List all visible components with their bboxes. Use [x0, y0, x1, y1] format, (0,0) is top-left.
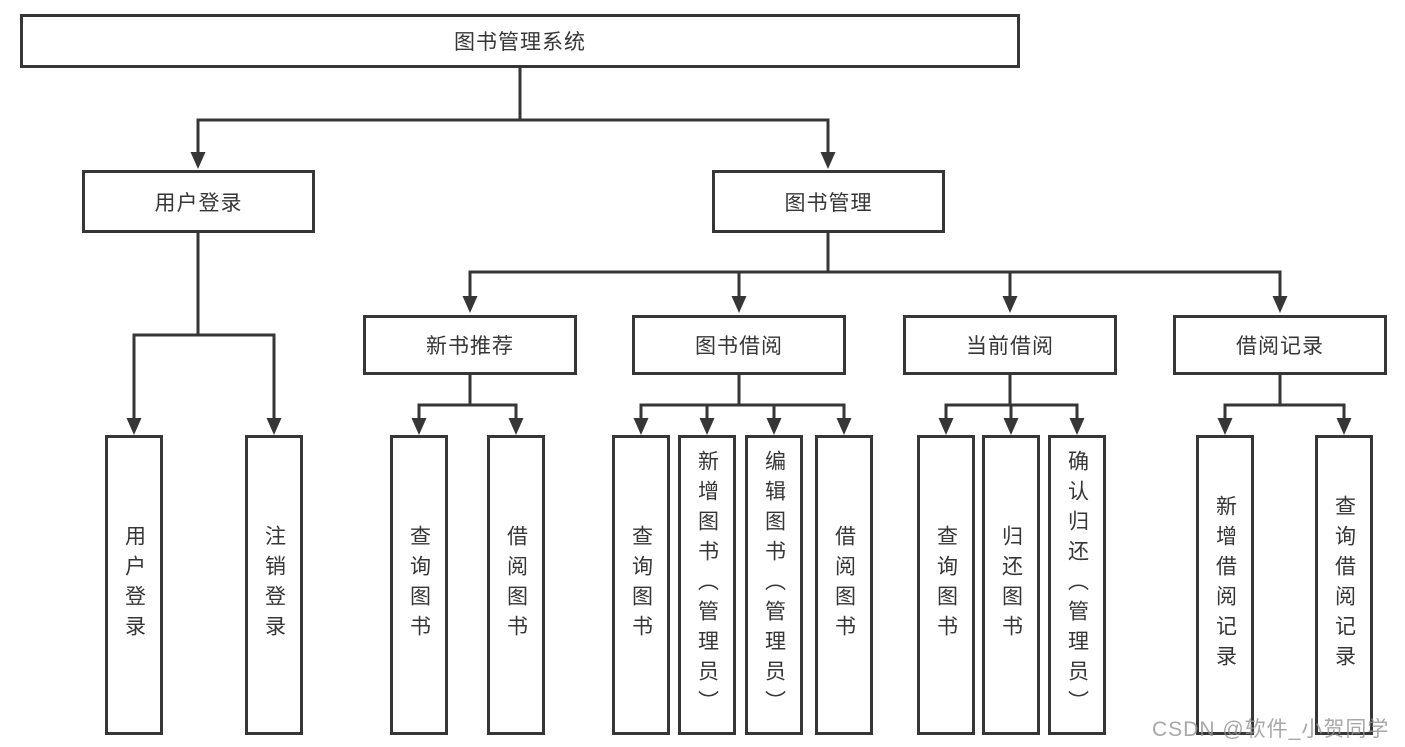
leaf-edit-book-admin-label: 编辑图书（管理员） — [762, 450, 786, 720]
leaf-add-book-admin-label: 新增图书（管理员） — [695, 450, 719, 720]
leaf-confirm-return-admin-label: 确认归还（管理员） — [1065, 450, 1089, 720]
leaf-borrow-books-recommend: 借阅图书 — [487, 435, 545, 735]
leaf-user-login-label: 用户登录 — [122, 525, 146, 645]
leaf-add-borrow-record-label: 新增借阅记录 — [1213, 495, 1237, 675]
node-user-login-label: 用户登录 — [154, 191, 243, 215]
leaf-borrow-books-recommend-label: 借阅图书 — [504, 525, 528, 645]
watermark: CSDN @软件_小贺同学 — [1152, 718, 1390, 741]
node-new-book-recommendation: 新书推荐 — [363, 315, 577, 375]
connector-path — [132, 67, 1346, 423]
leaf-edit-book-admin: 编辑图书（管理员） — [745, 435, 803, 735]
leaf-logout: 注销登录 — [245, 435, 303, 735]
node-new-book-recommendation-label: 新书推荐 — [426, 335, 514, 358]
leaf-return-books: 归还图书 — [982, 435, 1040, 735]
leaf-add-book-admin: 新增图书（管理员） — [678, 435, 736, 735]
leaf-query-borrow-record: 查询借阅记录 — [1315, 435, 1373, 735]
leaf-query-books-current: 查询图书 — [917, 435, 975, 735]
node-root: 图书管理系统 — [20, 14, 1020, 68]
leaf-query-books-borrowing: 查询图书 — [612, 435, 670, 735]
leaf-query-borrow-record-label: 查询借阅记录 — [1332, 495, 1356, 675]
leaf-borrow-books-borrowing-label: 借阅图书 — [832, 525, 856, 645]
node-book-borrowing-label: 图书借阅 — [695, 335, 783, 358]
leaf-logout-label: 注销登录 — [262, 525, 286, 645]
node-borrowing-records: 借阅记录 — [1173, 315, 1387, 375]
leaf-user-login: 用户登录 — [105, 435, 163, 735]
leaf-add-borrow-record: 新增借阅记录 — [1196, 435, 1254, 735]
leaf-query-books-recommend-label: 查询图书 — [407, 525, 431, 645]
leaf-query-books-current-label: 查询图书 — [934, 525, 958, 645]
leaf-query-books-borrowing-label: 查询图书 — [629, 525, 653, 645]
node-book-borrowing: 图书借阅 — [632, 315, 846, 375]
leaf-borrow-books-borrowing: 借阅图书 — [815, 435, 873, 735]
node-borrowing-records-label: 借阅记录 — [1236, 335, 1324, 358]
node-current-borrowing-label: 当前借阅 — [966, 335, 1054, 358]
leaf-return-books-label: 归还图书 — [999, 525, 1023, 645]
node-book-management-label: 图书管理 — [784, 191, 873, 215]
leaf-confirm-return-admin: 确认归还（管理员） — [1048, 435, 1106, 735]
node-user-login: 用户登录 — [82, 170, 315, 233]
node-current-borrowing: 当前借阅 — [903, 315, 1117, 375]
node-book-management: 图书管理 — [712, 170, 945, 233]
leaf-query-books-recommend: 查询图书 — [390, 435, 448, 735]
node-root-label: 图书管理系统 — [454, 31, 586, 54]
